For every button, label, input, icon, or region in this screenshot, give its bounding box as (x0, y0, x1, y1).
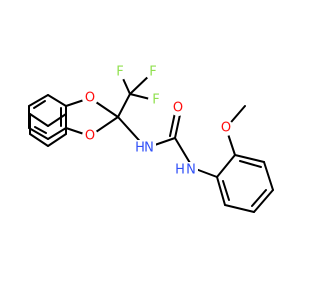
atom-f-right: F (145, 64, 161, 80)
double-bond-inner (239, 160, 262, 168)
atom-f-bottom: F (148, 92, 164, 108)
bond (216, 176, 226, 206)
bond (263, 161, 274, 191)
bond (47, 127, 67, 140)
bond (47, 94, 67, 107)
bond (28, 94, 49, 107)
bond (224, 204, 255, 213)
bond (234, 154, 265, 163)
atom-symbol-h: H (135, 141, 145, 156)
atom-symbol: O (85, 129, 95, 144)
double-bond-inner (222, 180, 230, 201)
bond (117, 93, 131, 118)
atom-symbol-h: H (175, 163, 185, 178)
atom-nh-aryl-side: H N (172, 162, 198, 180)
double-bond-inner (34, 126, 47, 134)
molecule-structure: O O F F F H N O H N (28, 64, 274, 213)
bond (253, 189, 274, 213)
atom-symbol: N (144, 141, 154, 156)
bond (28, 127, 49, 140)
atom-o-ring-top: O (82, 90, 98, 106)
atom-symbol: F (152, 93, 159, 108)
atom-labels: O O F F F H N O H N (82, 64, 234, 180)
bond (29, 133, 49, 147)
atom-symbol: O (221, 121, 231, 136)
atom-symbol: F (116, 65, 123, 80)
atom-o-ring-bottom: O (82, 128, 98, 144)
atom-symbol: O (173, 101, 183, 116)
atom-symbol: O (85, 91, 95, 106)
atom-nh-ring-side: H N (132, 140, 156, 156)
bond (29, 113, 49, 127)
bond (47, 113, 67, 127)
bond (47, 133, 67, 147)
double-bond-inner (33, 100, 46, 109)
atom-o-methoxy: O (218, 120, 234, 136)
atom-f-left: F (112, 64, 128, 80)
bond (216, 154, 236, 178)
double-bond-inner (251, 189, 267, 207)
atom-symbol: F (149, 65, 156, 80)
atom-o-carbonyl: O (170, 100, 186, 116)
atom-symbol: N (186, 163, 196, 178)
